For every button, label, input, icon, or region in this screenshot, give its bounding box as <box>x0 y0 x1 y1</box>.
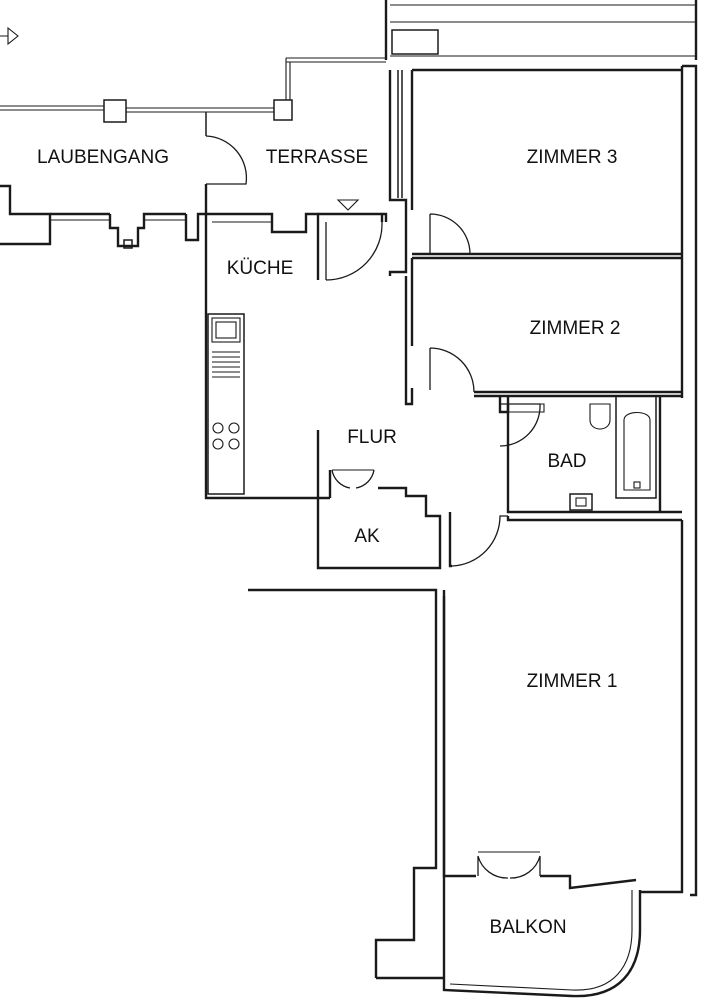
room-label-zimmer2: ZIMMER 2 <box>530 318 621 339</box>
kitchen-walls <box>204 212 388 500</box>
room-label-ak: AK <box>354 526 380 547</box>
sink-icon <box>211 317 241 343</box>
balkon-walls <box>376 851 642 998</box>
outer-wall-right <box>682 64 698 897</box>
stove-icon <box>212 422 240 450</box>
zimmer1-walls <box>248 520 684 978</box>
laubengang-bottom-wall <box>0 184 206 249</box>
toilet-icon <box>589 403 611 430</box>
room-label-zimmer1: ZIMMER 1 <box>527 671 618 692</box>
terrasse-railing <box>273 57 386 121</box>
room-label-bad: BAD <box>547 451 586 472</box>
room-label-zimmer3: ZIMMER 3 <box>527 147 618 168</box>
door-flur-zimmer1 <box>448 512 682 568</box>
entry-door <box>325 199 384 281</box>
room-label-terrasse: TERRASSE <box>266 147 368 168</box>
ak-walls <box>316 469 442 570</box>
door-laubengang-terrasse <box>204 135 248 214</box>
bathroom-walls <box>498 395 682 514</box>
bathtub-icon <box>623 411 651 491</box>
entrance-arrow-icon <box>0 26 19 46</box>
room-label-kueche: KÜCHE <box>227 258 294 279</box>
room-label-flur: FLUR <box>347 427 397 448</box>
top-strip <box>384 0 698 60</box>
kitchen-counter <box>207 313 245 495</box>
wall-center <box>388 68 682 406</box>
room-label-balkon: BALKON <box>489 917 566 938</box>
washbasin-icon <box>569 493 593 511</box>
zimmer3-walls <box>412 213 682 260</box>
laubengang-railing <box>0 99 274 136</box>
room-label-laubengang: LAUBENGANG <box>37 147 169 168</box>
door-flur-bad <box>499 403 541 447</box>
